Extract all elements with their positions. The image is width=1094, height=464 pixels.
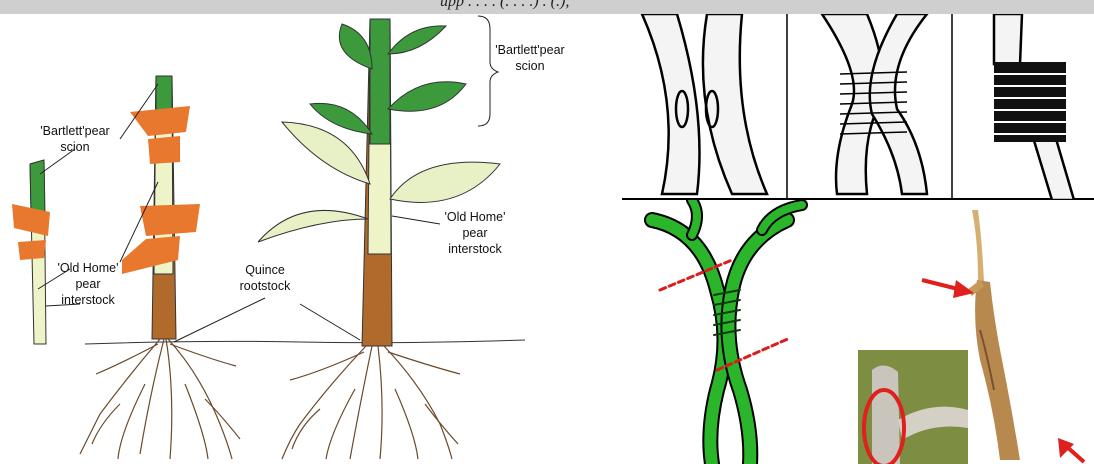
graft-sketch-panels [622,14,1094,200]
label-scion-large-1: 'Bartlett'pear [495,43,564,57]
label-scion-small-1: 'Bartlett'pear [40,124,109,138]
roots-large [282,346,460,459]
label-rootstock-1: Quince [245,263,285,277]
roots-small [80,339,240,459]
grafting-tape [130,106,190,136]
label-scion-large-2: scion [515,59,544,73]
label-interstock-large-2: pear [462,226,487,240]
label-rootstock-2: rootstock [240,279,291,293]
graft-photo-panels [622,200,1094,464]
ground-line [85,340,525,344]
scion-cutting [12,160,50,344]
label-interstock-small-3: interstock [61,293,115,307]
label-interstock-small-2: pear [75,277,100,291]
caption-text: upp . . . . (. . . .) . (.), [440,0,569,11]
label-interstock-large-1: 'Old Home' [444,210,505,224]
interstock-diagram: 'Bartlett'pear scion 'Old Home' pear int… [0,14,600,464]
label-scion-small-2: scion [60,140,89,154]
grafted-plant-large [258,19,500,346]
label-interstock-large-3: interstock [448,242,502,256]
label-interstock-small-1: 'Old Home' [57,261,118,275]
caption-bar: upp . . . . (. . . .) . (.), [0,0,1094,14]
grafted-plant-small [122,76,200,339]
photo-graft-union [858,350,968,464]
